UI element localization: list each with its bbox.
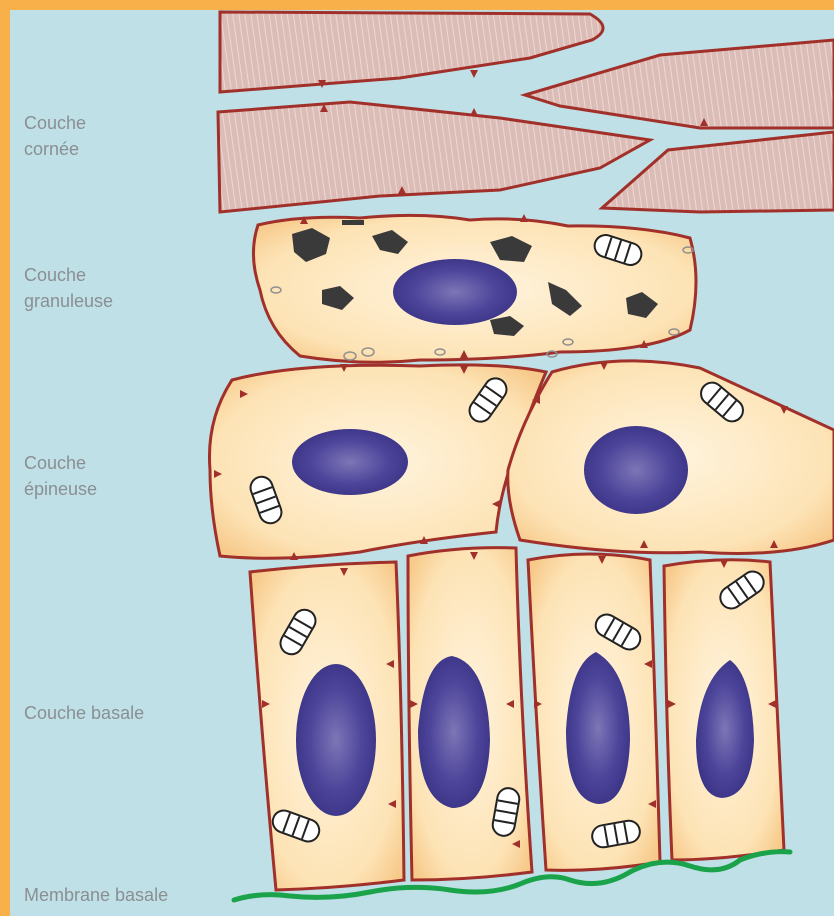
label-line: Couche [24,110,86,136]
label-line: épineuse [24,476,97,502]
stratum-corneum [218,12,834,212]
nucleus [296,664,376,816]
label-line: granuleuse [24,288,113,314]
label-stratum-spinosum: Couche épineuse [24,450,97,502]
label-line: cornée [24,136,86,162]
nucleus [292,429,408,495]
nucleus [393,259,517,325]
label-stratum-granulosum: Couche granuleuse [24,262,113,314]
label-basement-membrane: Membrane basale [24,882,168,908]
label-line: Couche [24,262,113,288]
corneocyte [218,102,650,212]
stratum-basale [250,548,784,890]
stratum-spinosum [209,361,834,558]
label-stratum-corneum: Couche cornée [24,110,86,162]
nucleus [584,426,688,514]
corneocyte [220,12,603,92]
corneocyte [525,40,834,128]
label-stratum-basale: Couche basale [24,700,144,726]
stratum-granulosum [253,215,696,362]
label-line: Couche [24,450,97,476]
